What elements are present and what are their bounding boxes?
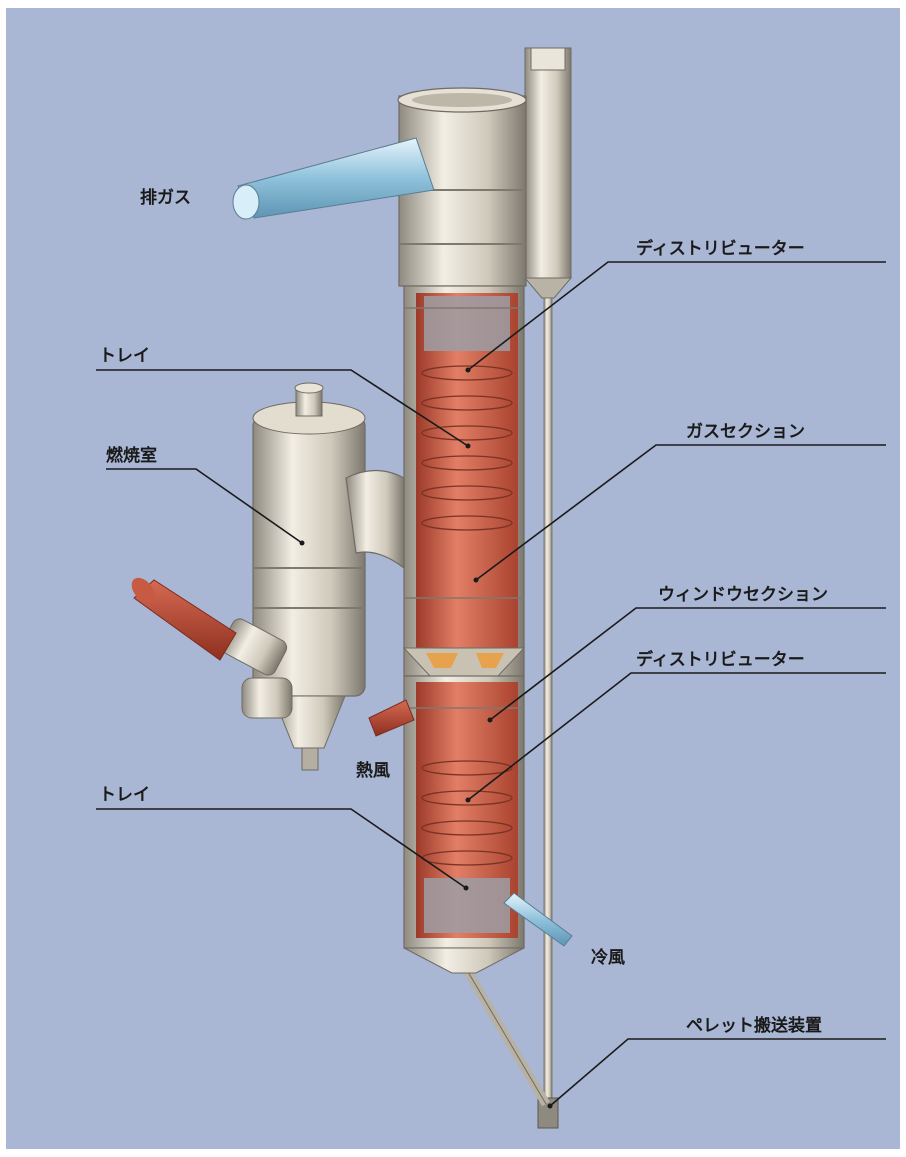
label-hot-air-text: 熱風 — [356, 760, 390, 781]
label-pellet-conveyor-text: ペレット搬送装置 — [686, 1015, 822, 1036]
label-tray-lower-text: トレイ — [99, 785, 150, 805]
dryer-tower — [398, 88, 526, 973]
diagram-canvas: 排ガス ディストリビューター トレイ 燃焼室 ガスセクション ウィンドウセクショ… — [6, 8, 900, 1149]
label-cold-air-text: 冷風 — [591, 947, 625, 968]
label-gas-section-text: ガスセクション — [686, 422, 805, 442]
label-exhaust-gas: 排ガス — [140, 187, 191, 208]
dryer-cutaway-diagram: 排ガス ディストリビューター トレイ 燃焼室 ガスセクション ウィンドウセクショ… — [6, 8, 900, 1149]
label-distributor-upper-text: ディストリビューター — [636, 238, 805, 259]
label-distributor-lower-text: ディストリビューター — [636, 649, 805, 670]
label-combustion-chamber-text: 燃焼室 — [106, 445, 157, 466]
label-hot-air: 熱風 — [356, 760, 390, 781]
label-cold-air: 冷風 — [591, 947, 625, 968]
label-tray-upper-text: トレイ — [99, 346, 150, 366]
label-exhaust-gas-text: 排ガス — [140, 187, 191, 208]
label-window-section-text: ウィンドウセクション — [658, 585, 828, 605]
